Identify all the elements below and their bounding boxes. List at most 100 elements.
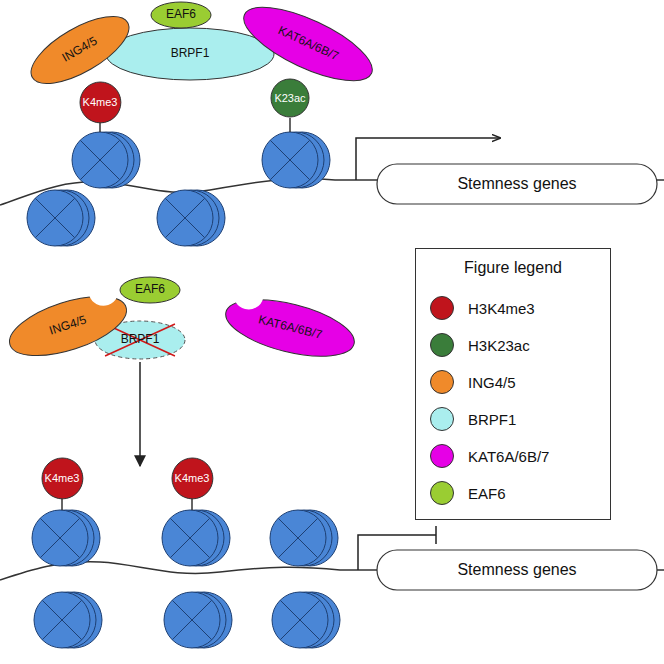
k4me3-mark: K4me3 (171, 457, 214, 500)
nucleosome (164, 592, 232, 648)
gene-outline (377, 164, 657, 204)
brpf1-scaffold: BRPF1 (105, 27, 275, 81)
legend-swatch (430, 296, 454, 320)
node-outline (271, 79, 309, 117)
nucleosome (157, 190, 225, 246)
histone-tail (191, 498, 193, 510)
histone-cross (280, 600, 319, 639)
ing-subunit: ING4/5 (20, 2, 140, 98)
legend-label: BRPF1 (468, 411, 516, 428)
histone-cross (270, 140, 309, 179)
histone-disc (164, 592, 220, 648)
gene-outline (377, 550, 657, 590)
node-outline (80, 82, 121, 123)
node-label: K4me3 (83, 96, 118, 109)
node-label: K4me3 (45, 472, 80, 485)
down-arrow (139, 362, 141, 466)
nucleosome (34, 592, 102, 648)
node-outline (42, 458, 83, 499)
node-label: Stemness genes (457, 561, 576, 579)
nucleosome (32, 510, 100, 566)
histone-cross (165, 198, 204, 237)
node-label: Stemness genes (457, 175, 576, 193)
legend-label: H3K23ac (468, 337, 530, 354)
node-label: EAF6 (166, 8, 196, 22)
histone-disc (27, 190, 83, 246)
deletion-cross (105, 324, 175, 356)
legend-label: EAF6 (468, 485, 506, 502)
histone-disc (32, 510, 88, 566)
histone-cross (172, 600, 211, 639)
node-outline (234, 0, 381, 95)
legend-swatch (430, 481, 454, 505)
node-label: K4me3 (175, 472, 210, 485)
dna-strands (0, 179, 664, 580)
histone-cross (35, 198, 74, 237)
dna-line (0, 562, 664, 580)
nucleosome (72, 132, 140, 188)
node-outline (120, 277, 180, 303)
binding-notch (230, 276, 266, 312)
legend-swatch (430, 444, 454, 468)
nucleosome (262, 132, 330, 188)
histone-disc (262, 132, 318, 188)
node-outline (95, 321, 185, 359)
node-label: K23ac (274, 92, 305, 105)
kat-subunit: KAT6A/6B/7 (219, 288, 361, 369)
gene-box: Stemness genes (376, 549, 658, 591)
histone-disc (34, 592, 90, 648)
gene-box: Stemness genes (376, 163, 658, 205)
k23ac-mark: K23ac (270, 78, 310, 118)
legend-label: KAT6A/6B/7 (468, 448, 549, 465)
nucleosomes (27, 132, 340, 648)
legend-entry: ING4/5 (430, 369, 516, 395)
histone-cross (270, 140, 309, 179)
nucleosome (272, 592, 340, 648)
histone-cross (278, 518, 317, 557)
histone-cross (42, 600, 81, 639)
histone-cross (165, 198, 204, 237)
histone-cross (172, 600, 211, 639)
histone-cross (35, 198, 74, 237)
legend-entry: H3K4me3 (430, 295, 535, 321)
binding-notch (85, 272, 123, 310)
legend-swatch (430, 370, 454, 394)
deletion-cross (105, 324, 175, 356)
histone-disc (272, 592, 328, 648)
histone-cross (40, 518, 79, 557)
histone-tail (61, 498, 63, 510)
histone-disc (72, 132, 128, 188)
histone-cross (40, 518, 79, 557)
histone-cross (80, 140, 119, 179)
legend-label: H3K4me3 (468, 300, 535, 317)
histone-disc (270, 510, 326, 566)
histone-cross (170, 518, 209, 557)
legend-swatch (430, 333, 454, 357)
histone-cross (170, 518, 209, 557)
nucleosome (162, 510, 230, 566)
histone-disc (157, 190, 213, 246)
histone-cross (80, 140, 119, 179)
repression-bar (435, 526, 437, 544)
legend-entry: EAF6 (430, 480, 506, 506)
node-label: BRPF1 (171, 47, 210, 61)
nucleosome (27, 190, 95, 246)
histone-tail (99, 122, 101, 132)
node-outline (172, 458, 213, 499)
histone-cross (280, 600, 319, 639)
k4me3-mark: K4me3 (79, 81, 122, 124)
legend-entry: H3K23ac (430, 332, 530, 358)
legend-swatch (430, 407, 454, 431)
node-outline (151, 2, 211, 28)
legend-label: ING4/5 (468, 374, 516, 391)
node-outline (106, 28, 274, 80)
legend-entry: BRPF1 (430, 406, 516, 432)
node-label: BRPF1 (121, 333, 160, 347)
eaf6-subunit: EAF6 (150, 1, 212, 29)
histone-cross (278, 518, 317, 557)
nucleosome (270, 510, 338, 566)
histone-tail (289, 118, 291, 132)
eaf6-subunit: EAF6 (119, 276, 181, 304)
k4me3-mark: K4me3 (41, 457, 84, 500)
